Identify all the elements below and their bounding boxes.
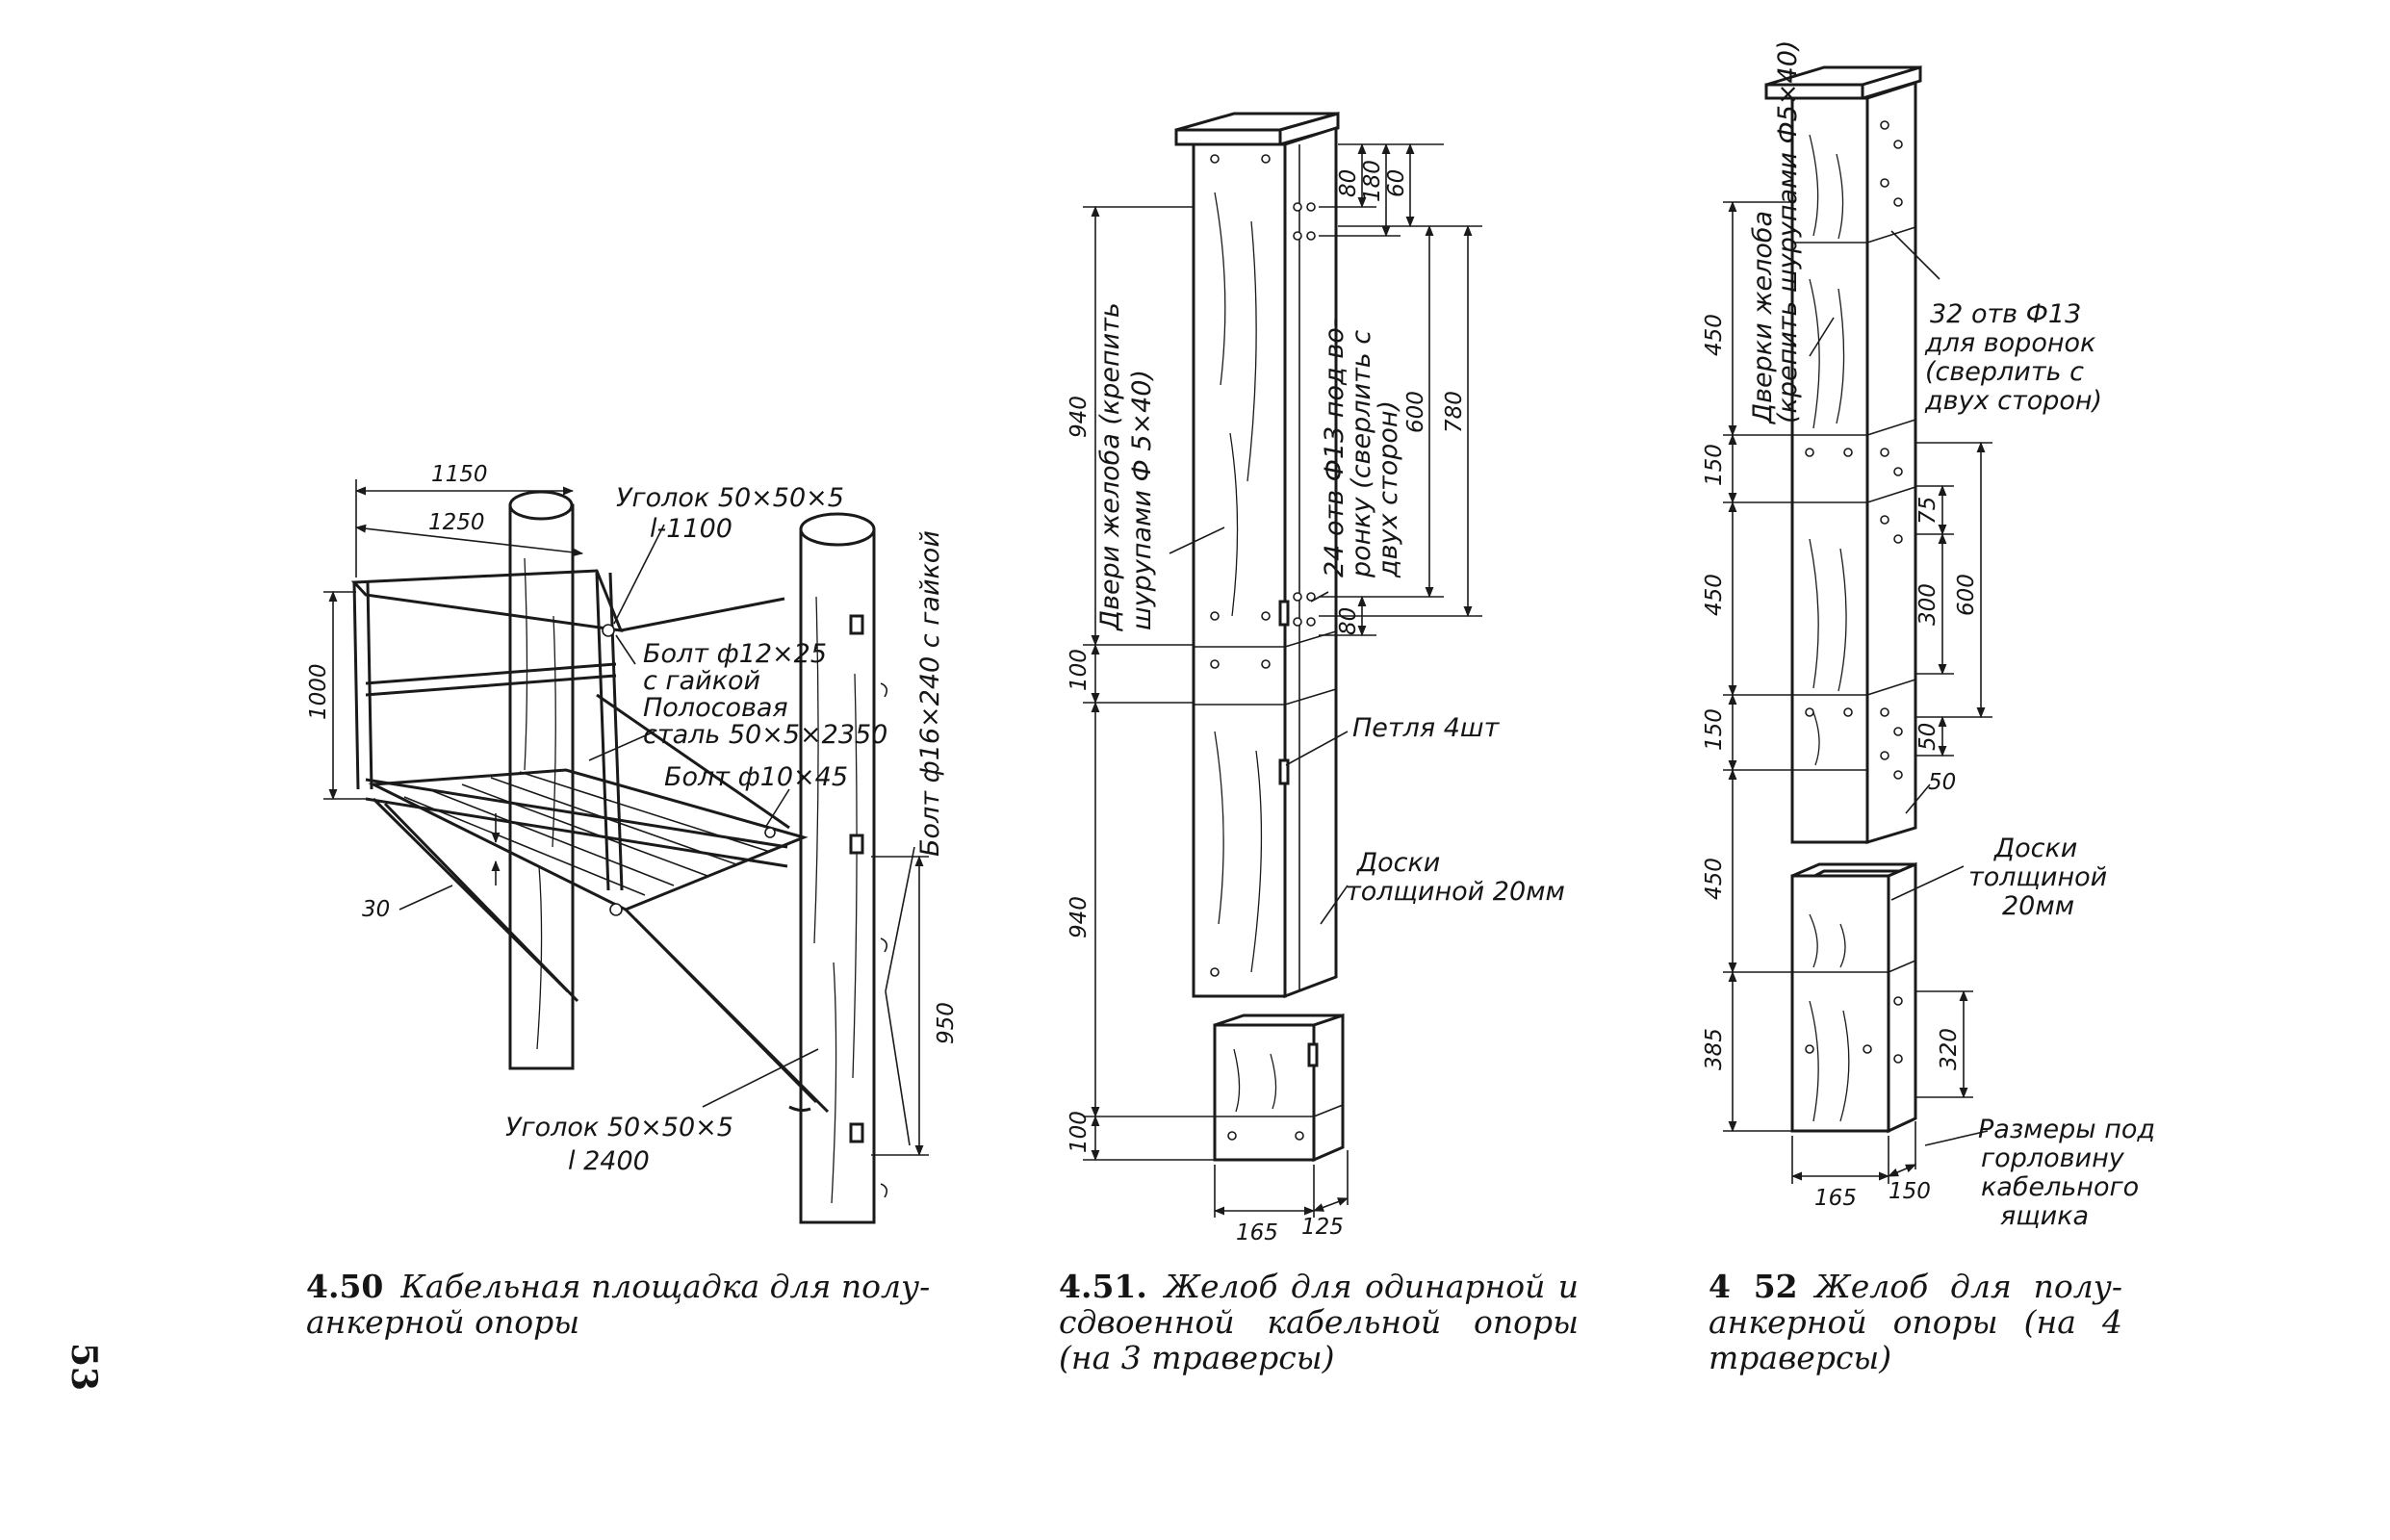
- trough-lower-4-52: [1790, 861, 1917, 1134]
- trough-upper-4-51: [1174, 112, 1340, 999]
- dim-30: 30: [362, 897, 390, 922]
- caption-number: 4.50: [306, 1268, 384, 1305]
- label-holes-3: двух сторон): [1374, 400, 1403, 578]
- platform-frame: [350, 569, 830, 1114]
- figure-4-51-dimensions: [1083, 142, 1482, 1218]
- dim-600: 600: [1954, 574, 1979, 616]
- page-number: 53: [64, 1343, 104, 1392]
- caption-number: 4 52: [1709, 1268, 1798, 1305]
- dim-165: 165: [1236, 1220, 1278, 1245]
- figure-4-52-drawing: 450 150 450 150 450 385 75 300 600 50 50…: [1702, 40, 2155, 1231]
- figure-4-52-leaders: [1809, 230, 1989, 1146]
- dim-1000: 1000: [306, 663, 331, 720]
- caption-number: 4.51.: [1059, 1268, 1147, 1305]
- trough-lower-4-51: [1213, 1013, 1345, 1163]
- dim-150-c: 150: [1889, 1179, 1931, 1204]
- label-hinges: Петля 4шт: [1352, 713, 1501, 743]
- label-strip-1: Полосовая: [643, 693, 788, 723]
- dim-100-lower: 100: [1067, 1111, 1092, 1153]
- label-doors-1: Двери желоба (крепить: [1095, 302, 1125, 631]
- dim-75: 75: [1915, 497, 1940, 525]
- figure-4-52-dimensions: [1723, 200, 1992, 1184]
- dim-385: 385: [1702, 1028, 1727, 1070]
- label-holes-3: (сверлить с: [1925, 357, 2084, 387]
- dim-1150: 1150: [431, 462, 488, 487]
- label-angle-top-1: Уголок 50×50×5: [616, 483, 844, 513]
- dim-300: 300: [1915, 583, 1940, 626]
- label-neck-3: кабельного: [1981, 1172, 2139, 1202]
- label-boards-3: 20мм: [2002, 891, 2074, 921]
- dim-450-a: 450: [1702, 314, 1727, 356]
- back-pole: [508, 490, 575, 1070]
- label-boards-1: Доски: [1356, 848, 1440, 878]
- label-boards-1: Доски: [1993, 834, 2077, 863]
- dim-450-b: 450: [1702, 574, 1727, 616]
- dim-60: 60: [1384, 169, 1409, 197]
- caption-4-51: 4.51.Желоб для одинарной и сдвоенной каб…: [1059, 1269, 1579, 1375]
- dim-100-upper: 100: [1067, 649, 1092, 691]
- dim-1250: 1250: [428, 510, 485, 535]
- label-neck-1: Размеры под: [1978, 1115, 2155, 1144]
- figure-4-51-leaders: [1169, 526, 1349, 925]
- label-holes-2: ронку (сверлить с: [1347, 330, 1376, 578]
- caption-text: Кабельная площадка для полу-анкерной опо…: [306, 1268, 931, 1341]
- label-neck-2: горловину: [1981, 1143, 2125, 1173]
- label-doors-1: Дверки желоба: [1748, 211, 1778, 424]
- figure-4-50-dimensions: [323, 479, 929, 1157]
- label-holes-4: двух сторон): [1924, 386, 2102, 416]
- figure-4-50-drawing: 1150 1250 1000 30 950 Уголок 50×50×5 l-1…: [306, 462, 959, 1224]
- dim-50-b: 50: [1928, 770, 1956, 795]
- dim-80-top: 80: [1336, 169, 1361, 197]
- dim-780: 780: [1442, 391, 1467, 433]
- label-boards-2: толщиной: [1968, 862, 2107, 892]
- dim-80-bottom: 80: [1336, 607, 1361, 635]
- label-strip-2: сталь 50×5×2350: [643, 720, 887, 750]
- label-holes-1: 24 отв Ф13 под во-: [1320, 319, 1349, 578]
- label-boards-2: толщиной 20мм: [1346, 877, 1565, 907]
- label-bolt-16: Болт ф16×240 с гайкой: [915, 530, 945, 857]
- label-angle-top-2: l-1100: [650, 514, 732, 544]
- label-angle-bottom-2: l 2400: [568, 1146, 650, 1176]
- label-angle-bottom-1: Уголок 50×50×5: [505, 1113, 733, 1142]
- label-doors-2: (крепить шурупами Ф5×40): [1773, 40, 1803, 424]
- label-bolt-12-2: с гайкой: [643, 666, 760, 696]
- dim-600: 600: [1403, 391, 1428, 433]
- dim-50-a: 50: [1915, 723, 1940, 751]
- dim-125: 125: [1301, 1215, 1344, 1240]
- dim-165: 165: [1814, 1186, 1857, 1211]
- label-bolt-12-1: Болт ф12×25: [643, 639, 827, 669]
- caption-text: Желоб для полу-анкерной опоры (на 4 трав…: [1709, 1268, 2123, 1376]
- front-pole: [799, 512, 888, 1224]
- label-doors-2: шурупами Ф 5×40): [1127, 370, 1157, 630]
- figure-4-50-leaders: [588, 524, 915, 1146]
- dim-150-a: 150: [1702, 444, 1727, 486]
- dim-450-c: 450: [1702, 858, 1727, 900]
- caption-text: Желоб для одинарной и сдвоенной кабельно…: [1059, 1268, 1579, 1376]
- dim-320: 320: [1937, 1028, 1962, 1070]
- figure-4-51-drawing: 940 100 940 100 80 180 60 600 780 80 165…: [1067, 112, 1565, 1245]
- label-holes-1: 32 отв Ф13: [1930, 299, 2081, 329]
- dim-940-upper: 940: [1067, 396, 1092, 438]
- trough-upper-4-52: [1764, 64, 1922, 845]
- dim-950: 950: [934, 1002, 959, 1044]
- dim-150-b: 150: [1702, 708, 1727, 751]
- label-holes-2: для воронок: [1924, 328, 2096, 358]
- label-neck-4: ящика: [2000, 1201, 2089, 1231]
- dim-940-lower: 940: [1067, 896, 1092, 938]
- dim-180: 180: [1360, 160, 1385, 202]
- label-bolt-10: Болт ф10×45: [664, 762, 848, 792]
